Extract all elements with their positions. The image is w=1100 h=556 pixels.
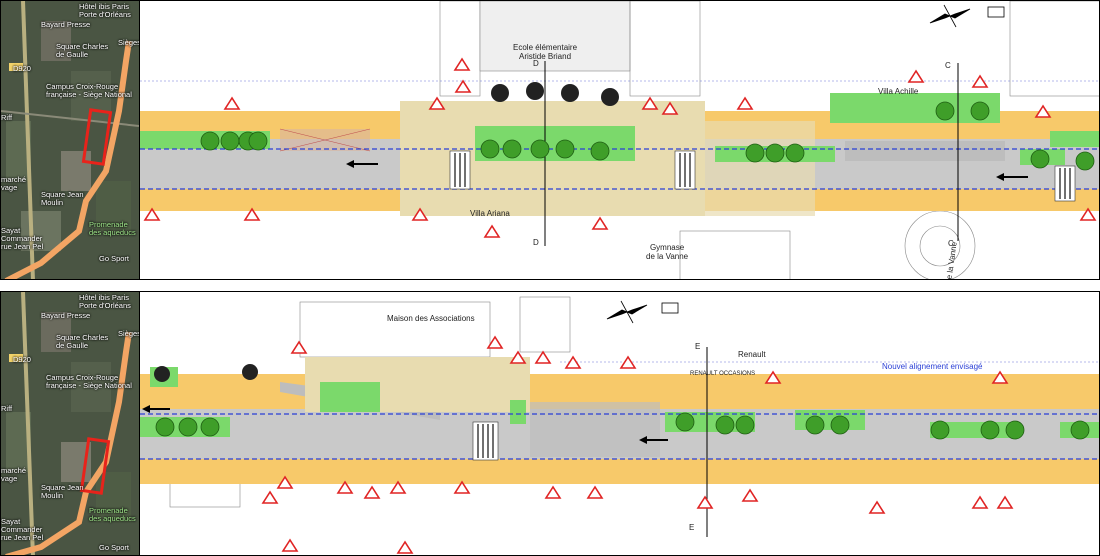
section-label-c-bottom: C (948, 239, 954, 248)
section-label-e-top: E (695, 342, 701, 351)
aerial-photo (1, 292, 139, 555)
label-maison: Maison des Associations (387, 314, 475, 323)
map-label-bayard: Bayard Presse (41, 20, 91, 29)
section-label-d-top: D (533, 59, 539, 68)
warning-triangle-icon (143, 57, 1097, 238)
plan-drawing-top (140, 1, 1099, 279)
route-line (5, 331, 132, 555)
road-plan-bottom: Maison des Associations Renault RENAULT … (140, 292, 1099, 555)
label-renault-occasions: RENAULT OCCASIONS (690, 371, 756, 377)
map-label-bayard: Bayard Presse (41, 311, 91, 320)
map-label-route: D920 (13, 64, 31, 73)
warning-triangle-icon (261, 335, 1014, 554)
map-label-riff: Riff (1, 404, 13, 413)
compass-icon (929, 4, 1005, 28)
direction-arrow-icon (142, 405, 170, 413)
map-label-siege: Sièges (118, 38, 140, 47)
label-renault: Renault (738, 350, 766, 359)
tree-icon (155, 412, 1090, 440)
label-nouvel-alignement: Nouvel alignement envisagé (882, 362, 983, 371)
map-label-go-sport: Go Sport (99, 254, 130, 263)
map-label-route: D920 (13, 355, 31, 364)
map-label-siege: Sièges (118, 329, 140, 338)
label-villa-ariana: Villa Ariana (470, 209, 510, 218)
study-area-frame (81, 108, 113, 166)
map-label-riff: Riff (1, 113, 13, 122)
plan-drawing-bottom (140, 296, 1099, 554)
route-line (4, 40, 132, 279)
tree-icon (200, 101, 1095, 171)
direction-arrow-icon (346, 160, 378, 168)
compass-icon (606, 300, 679, 324)
aerial-photo (1, 1, 139, 279)
study-area-frame (79, 437, 111, 495)
map-label-go-sport: Go Sport (99, 543, 130, 552)
label-villa-achille: Villa Achille (878, 87, 919, 96)
direction-arrow-icon (996, 173, 1028, 181)
section-label-e-bottom: E (689, 523, 695, 532)
direction-arrow-icon (639, 436, 668, 444)
section-label-d-bottom: D (533, 238, 539, 247)
section-label-c-top: C (945, 61, 951, 70)
